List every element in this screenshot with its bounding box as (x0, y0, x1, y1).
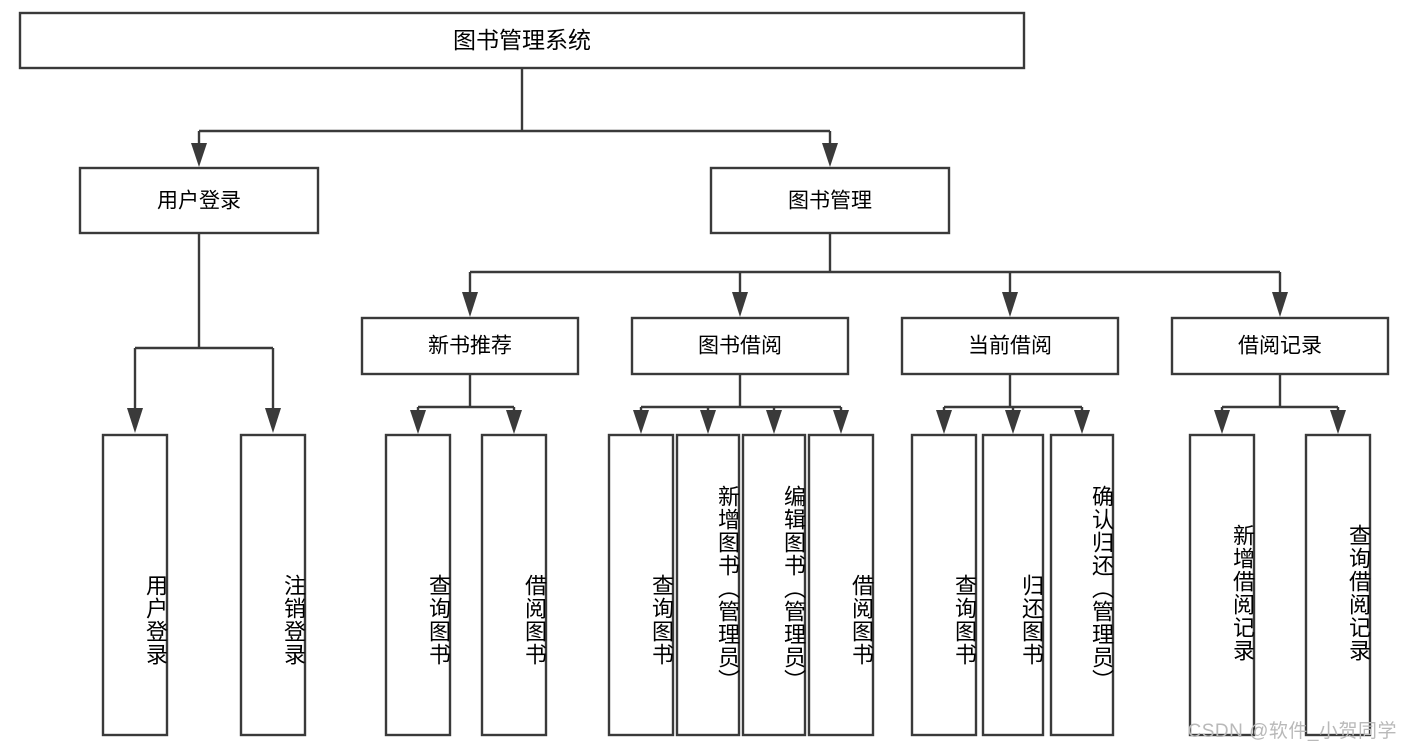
arrow-head-icon (700, 410, 716, 434)
node-new-book-recommend[interactable]: 新书推荐 (360, 316, 580, 376)
connectors-borrowrecord-to-leaves (1214, 374, 1346, 434)
csdn-watermark: CSDN @软件_小贺同学 (1187, 721, 1397, 742)
arrow-head-icon (506, 410, 522, 434)
node-root-label: 图书管理系统 (453, 27, 591, 53)
node-book-management-box[interactable] (709, 166, 951, 235)
node-user-login-box[interactable] (78, 166, 320, 235)
leaf-box-book-borrow-3[interactable] (807, 433, 875, 737)
arrow-head-icon (265, 408, 281, 433)
node-new-book-recommend-label: 新书推荐 (428, 335, 512, 358)
node-book-management-label: 图书管理 (788, 190, 872, 213)
leaf-box-borrow-record-0[interactable] (1188, 433, 1256, 737)
leaf-box-book-borrow-2[interactable] (741, 433, 807, 737)
arrow-head-icon (410, 410, 426, 434)
node-borrow-record-box[interactable] (1170, 316, 1390, 376)
node-root-system[interactable]: 图书管理系统 (18, 11, 1026, 70)
leaf-box-new-book-0[interactable] (384, 433, 452, 737)
arrow-head-icon (633, 410, 649, 434)
leaf-boxes (101, 433, 1372, 737)
leaf-box-new-book-1[interactable] (480, 433, 548, 737)
node-book-management[interactable]: 图书管理 (709, 166, 951, 235)
node-root-box[interactable] (18, 11, 1026, 70)
leaf-box-book-borrow-0[interactable] (607, 433, 675, 737)
arrow-head-icon (833, 410, 849, 434)
arrow-head-icon (822, 143, 838, 167)
node-book-borrow[interactable]: 图书借阅 (630, 316, 850, 376)
node-borrow-record[interactable]: 借阅记录 (1170, 316, 1390, 376)
node-borrow-record-label: 借阅记录 (1238, 335, 1322, 358)
arrow-head-icon (191, 143, 207, 167)
node-current-borrow-box[interactable] (900, 316, 1120, 376)
leaf-box-user-login-1[interactable] (239, 433, 307, 737)
arrow-head-icon (127, 408, 143, 433)
arrow-head-icon (766, 410, 782, 434)
node-book-borrow-label: 图书借阅 (698, 335, 782, 358)
arrow-head-icon (732, 292, 748, 317)
arrow-head-icon (462, 292, 478, 317)
connectors-userlogin-to-leaves (127, 233, 281, 433)
arrow-head-icon (1330, 410, 1346, 434)
node-new-book-recommend-box[interactable] (360, 316, 580, 376)
arrow-head-icon (1214, 410, 1230, 434)
connectors-bookborrow-to-leaves (633, 374, 849, 434)
leaf-box-borrow-record-1[interactable] (1304, 433, 1372, 737)
connectors-root-to-level2 (191, 68, 838, 167)
node-user-login-label: 用户登录 (157, 190, 241, 213)
node-current-borrow[interactable]: 当前借阅 (900, 316, 1120, 376)
arrow-head-icon (1272, 292, 1288, 317)
leaf-box-book-borrow-1[interactable] (675, 433, 741, 737)
connectors-bookmgmt-to-level3 (462, 233, 1288, 317)
leaf-box-current-borrow-0[interactable] (910, 433, 978, 737)
connectors-newbook-to-leaves (410, 374, 522, 434)
node-user-login[interactable]: 用户登录 (78, 166, 320, 235)
leaf-box-current-borrow-1[interactable] (981, 433, 1045, 737)
leaf-box-current-borrow-2[interactable] (1049, 433, 1115, 737)
node-book-borrow-box[interactable] (630, 316, 850, 376)
arrow-head-icon (1002, 292, 1018, 317)
connectors-currentborrow-to-leaves (936, 374, 1090, 434)
node-current-borrow-label: 当前借阅 (968, 335, 1052, 358)
arrow-head-icon (1005, 410, 1021, 434)
leaf-box-user-login-0[interactable] (101, 433, 169, 737)
arrow-head-icon (936, 410, 952, 434)
arrow-head-icon (1074, 410, 1090, 434)
